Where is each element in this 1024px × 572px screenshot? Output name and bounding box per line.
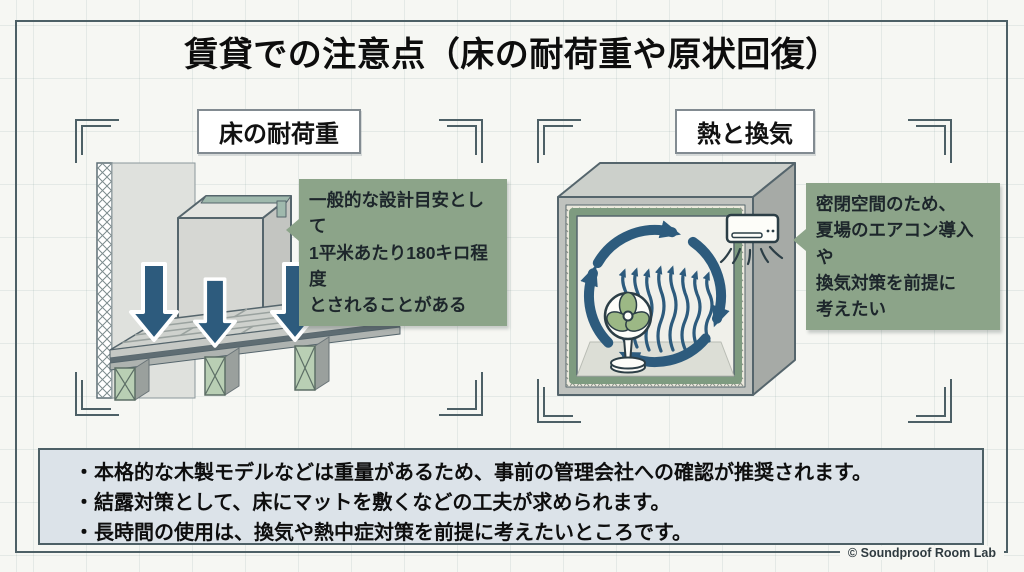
soundproof-booth xyxy=(557,162,796,396)
air-conditioner-icon xyxy=(719,213,784,266)
corner-bracket xyxy=(537,119,581,163)
section-label-floor-load: 床の耐荷重 xyxy=(197,109,361,154)
corner-bracket xyxy=(439,119,483,163)
callout-line: 考えたい xyxy=(816,299,886,319)
page-title: 賃貸での注意点（床の耐荷重や原状回復） xyxy=(184,36,840,74)
electric-fan-icon xyxy=(603,291,653,374)
corner-bracket xyxy=(908,119,952,163)
corner-bracket xyxy=(908,379,952,423)
note-line: ・結露対策として、床にマットを敷くなどの工夫が求められます。 xyxy=(74,492,671,514)
callout-floor-load: 一般的な設計目安として 1平米あたり180キロ程度 とされることがある xyxy=(286,179,507,327)
callout-line: 1平米あたり180キロ程度 xyxy=(309,242,488,289)
callout-line: 一般的な設計目安として xyxy=(309,190,484,237)
callout-line: 夏場のエアコン導入や xyxy=(816,220,974,267)
footer-credit: © Soundproof Room Lab xyxy=(839,546,1004,560)
callout-ventilation: 密閉空間のため、 夏場のエアコン導入や 換気対策を前提に 考えたい xyxy=(793,183,1000,331)
callout-line: 換気対策を前提に xyxy=(816,272,956,293)
note-line: ・本格的な木製モデルなどは重量があるため、事前の管理会社への確認が推奨されます。 xyxy=(74,462,872,484)
corner-bracket xyxy=(439,372,483,416)
floor-load-illustration xyxy=(96,162,420,401)
note-line: ・長時間の使用は、換気や熱中症対策を前提に考えたいところです。 xyxy=(74,522,692,544)
callout-line: とされることがある xyxy=(309,295,467,315)
callout-line: 密閉空間のため、 xyxy=(816,194,956,214)
floor-joists xyxy=(114,336,330,401)
ventilation-illustration xyxy=(557,162,796,396)
section-label-ventilation: 熱と換気 xyxy=(675,109,815,154)
corner-bracket xyxy=(75,119,119,163)
notes-box: ・本格的な木製モデルなどは重量があるため、事前の管理会社への確認が推奨されます。… xyxy=(38,448,984,545)
outer-frame xyxy=(15,20,1008,553)
